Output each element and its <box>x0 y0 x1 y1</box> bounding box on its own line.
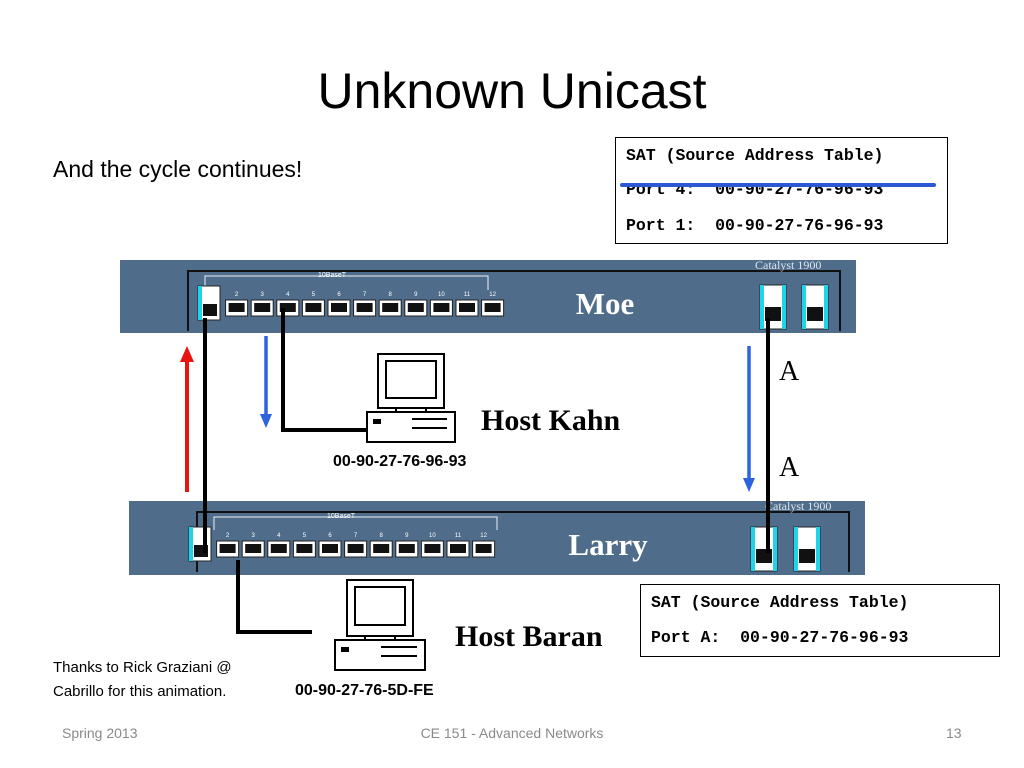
slide-subtitle: And the cycle continues! <box>53 156 303 182</box>
host-label-kahn: Host Kahn <box>481 404 621 437</box>
larry-port-number-3: 3 <box>252 533 256 539</box>
slide-title: Unknown Unicast <box>317 63 707 119</box>
arrow-up-red-head <box>180 346 194 362</box>
larry-port-number-10: 10 <box>429 533 436 539</box>
sat-header: SAT (Source Address Table) <box>626 146 884 165</box>
footer-date: Spring 2013 <box>62 725 138 741</box>
host-label-baran: Host Baran <box>455 620 603 653</box>
moe-port-number-3: 3 <box>261 292 265 298</box>
larry-port-number-12: 12 <box>480 533 487 539</box>
moe-port-number-7: 7 <box>363 292 367 298</box>
sat-row: Port 1: 00-90-27-76-96-93 <box>626 216 884 235</box>
computer-icon-kahn <box>366 353 456 443</box>
credit-line-2: Cabrillo for this animation. <box>53 683 227 700</box>
cables <box>203 308 770 634</box>
larry-port-number-11: 11 <box>455 533 462 539</box>
sat-table-moe: SAT (Source Address Table) Port 4: 00-90… <box>615 137 948 244</box>
sat-header: SAT (Source Address Table) <box>651 593 909 612</box>
moe-port-number-5: 5 <box>312 292 316 298</box>
sat-row: Port A: 00-90-27-76-96-93 <box>651 628 909 647</box>
moe-port-number-6: 6 <box>337 292 341 298</box>
moe-port-number-10: 10 <box>438 292 445 298</box>
larry-port-number-4: 4 <box>277 533 281 539</box>
mac-address-baran: 00-90-27-76-5D-FE <box>295 682 434 699</box>
moe-port-number-8: 8 <box>389 292 393 298</box>
larry-port-number-7: 7 <box>354 533 358 539</box>
port-a-label-moe: A <box>779 356 800 387</box>
moe-port-number-4: 4 <box>286 292 290 298</box>
moe-port-number-2: 2 <box>235 292 239 298</box>
mac-address-kahn: 00-90-27-76-96-93 <box>333 453 467 470</box>
larry-port-panel: 10BaseT 2 3 4 5 6 7 8 9 10 11 12 <box>188 511 850 572</box>
switch-moe <box>120 260 856 333</box>
switch-name-moe: Moe <box>576 286 635 321</box>
larry-port-number-2: 2 <box>226 533 230 539</box>
strikethrough-line <box>620 183 936 187</box>
moe-10baset-label: 10BaseT <box>318 272 347 279</box>
arrow-down-blue-portA-head <box>743 478 755 492</box>
port-a-label-larry: A <box>779 452 800 483</box>
cable-larry2-baran <box>236 560 312 634</box>
larry-port-number-8: 8 <box>380 533 384 539</box>
larry-port-number-6: 6 <box>328 533 332 539</box>
switch-model-larry: Catalyst 1900 <box>765 499 831 513</box>
arrow-down-blue-kahn-head <box>260 414 272 428</box>
footer-course: CE 151 - Advanced Networks <box>420 725 604 741</box>
larry-port-number-9: 9 <box>405 533 409 539</box>
larry-port-number-5: 5 <box>303 533 307 539</box>
sat-table-larry: SAT (Source Address Table) Port A: 00-90… <box>640 584 1000 657</box>
credit-text: Thanks to Rick Graziani @ Cabrillo for t… <box>53 656 232 704</box>
moe-port-number-11: 11 <box>464 292 471 298</box>
moe-port-number-12: 12 <box>489 292 496 298</box>
moe-port-panel: 10BaseT 2 3 4 5 6 7 8 9 10 11 12 <box>187 270 841 331</box>
switch-larry <box>129 501 865 575</box>
credit-line-1: Thanks to Rick Graziani @ <box>53 659 232 676</box>
cable-moe4-kahn <box>281 308 367 432</box>
larry-10baset-label: 10BaseT <box>327 513 356 520</box>
switch-name-larry: Larry <box>568 527 648 562</box>
computer-icon-baran <box>334 579 426 671</box>
switch-model-moe: Catalyst 1900 <box>755 258 821 272</box>
moe-port-number-9: 9 <box>414 292 418 298</box>
slide-number: 13 <box>946 725 962 741</box>
